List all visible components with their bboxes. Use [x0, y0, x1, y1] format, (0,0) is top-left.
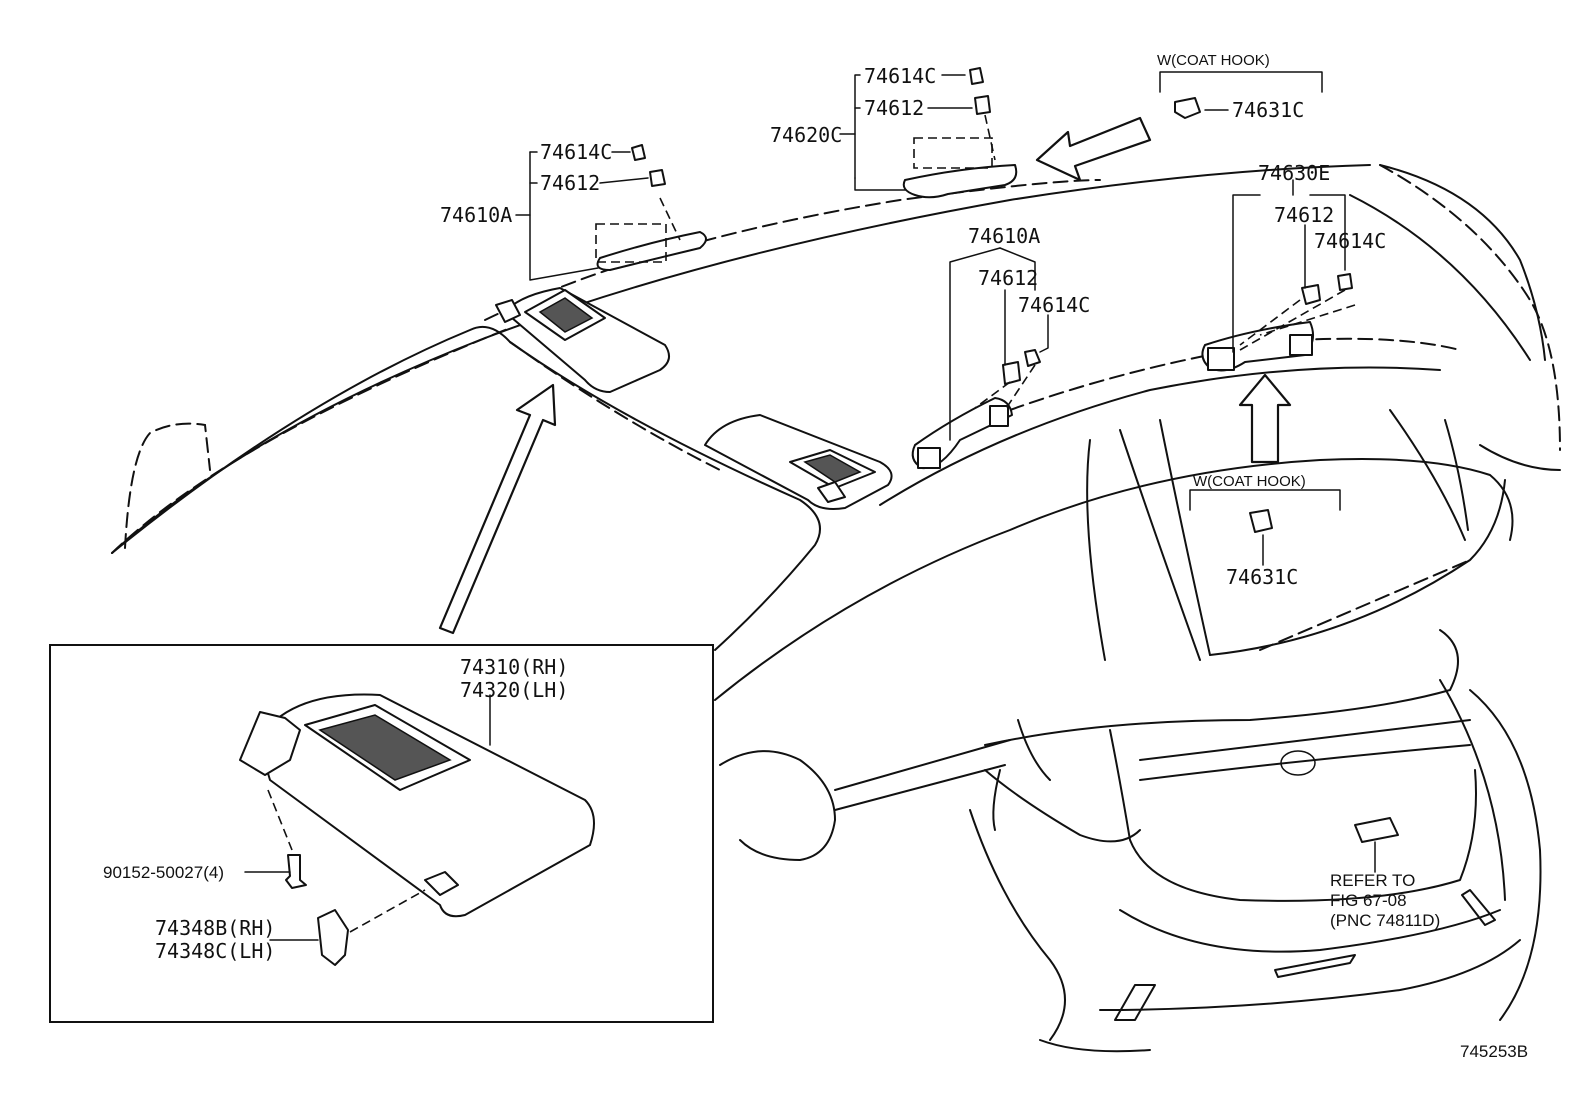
label-refer-pnc: (PNC 74811D): [1330, 911, 1440, 930]
label-refer-fig: FIG 67-08: [1330, 891, 1407, 910]
arrow-to-center-handle: [1035, 116, 1152, 182]
label-90152: 90152-50027(4): [103, 863, 224, 882]
clip-74614c-center: [969, 67, 984, 85]
label-74612-right: 74612: [1274, 203, 1334, 227]
label-74620c: 74620C: [770, 123, 842, 147]
sun-visor-installed: [495, 287, 670, 393]
label-74614c-mid: 74614C: [1018, 293, 1090, 317]
cap-74612-center: [974, 95, 991, 115]
label-refer-to: REFER TO: [1330, 871, 1415, 890]
sun-visor-detail: [239, 693, 595, 966]
leader-lines: [244, 71, 1376, 941]
cap-74612-left: [649, 169, 666, 187]
label-coat-hook-top: W(COAT HOOK): [1157, 52, 1270, 69]
label-coat-hook-bottom: W(COAT HOOK): [1193, 473, 1306, 490]
part-labels: W(COAT HOOK) 74631C 74614C 74612 74620C …: [103, 52, 1528, 1061]
label-74348b: 74348B(RH): [155, 916, 275, 940]
label-74320: 74320(LH): [460, 678, 568, 702]
clip-74614c-left: [631, 144, 646, 161]
assist-grip-mid: [911, 349, 1041, 470]
label-74614c-right: 74614C: [1314, 229, 1386, 253]
label-74612-left: 74612: [540, 171, 600, 195]
label-74612-center: 74612: [864, 96, 924, 120]
label-74614c-center: 74614C: [864, 64, 936, 88]
arrow-to-front-visor: [438, 383, 557, 635]
arrow-to-rear-handle: [1238, 373, 1292, 464]
figure-number: 745253B: [1460, 1042, 1528, 1061]
assist-grip-front: [596, 231, 707, 271]
label-74610a-mid: 74610A: [968, 224, 1040, 248]
label-74614c-left: 74614C: [540, 140, 612, 164]
assist-grip-center: [902, 164, 1018, 199]
coat-hook-top: [1174, 97, 1201, 119]
label-74348c: 74348C(LH): [155, 939, 275, 963]
rear-light-part: [1354, 817, 1399, 843]
assist-grip-rear: [1201, 273, 1356, 372]
label-74630e: 74630E: [1258, 161, 1330, 185]
label-74310: 74310(RH): [460, 655, 568, 679]
vehicle-body-outline: [111, 164, 1561, 1053]
sun-visor-center: [704, 414, 893, 510]
coat-hook-bottom: [1249, 509, 1273, 533]
label-74610a-left: 74610A: [440, 203, 512, 227]
label-74612-mid: 74612: [978, 266, 1038, 290]
label-74631c-bottom: 74631C: [1226, 565, 1298, 589]
label-74631c-top: 74631C: [1232, 98, 1304, 122]
